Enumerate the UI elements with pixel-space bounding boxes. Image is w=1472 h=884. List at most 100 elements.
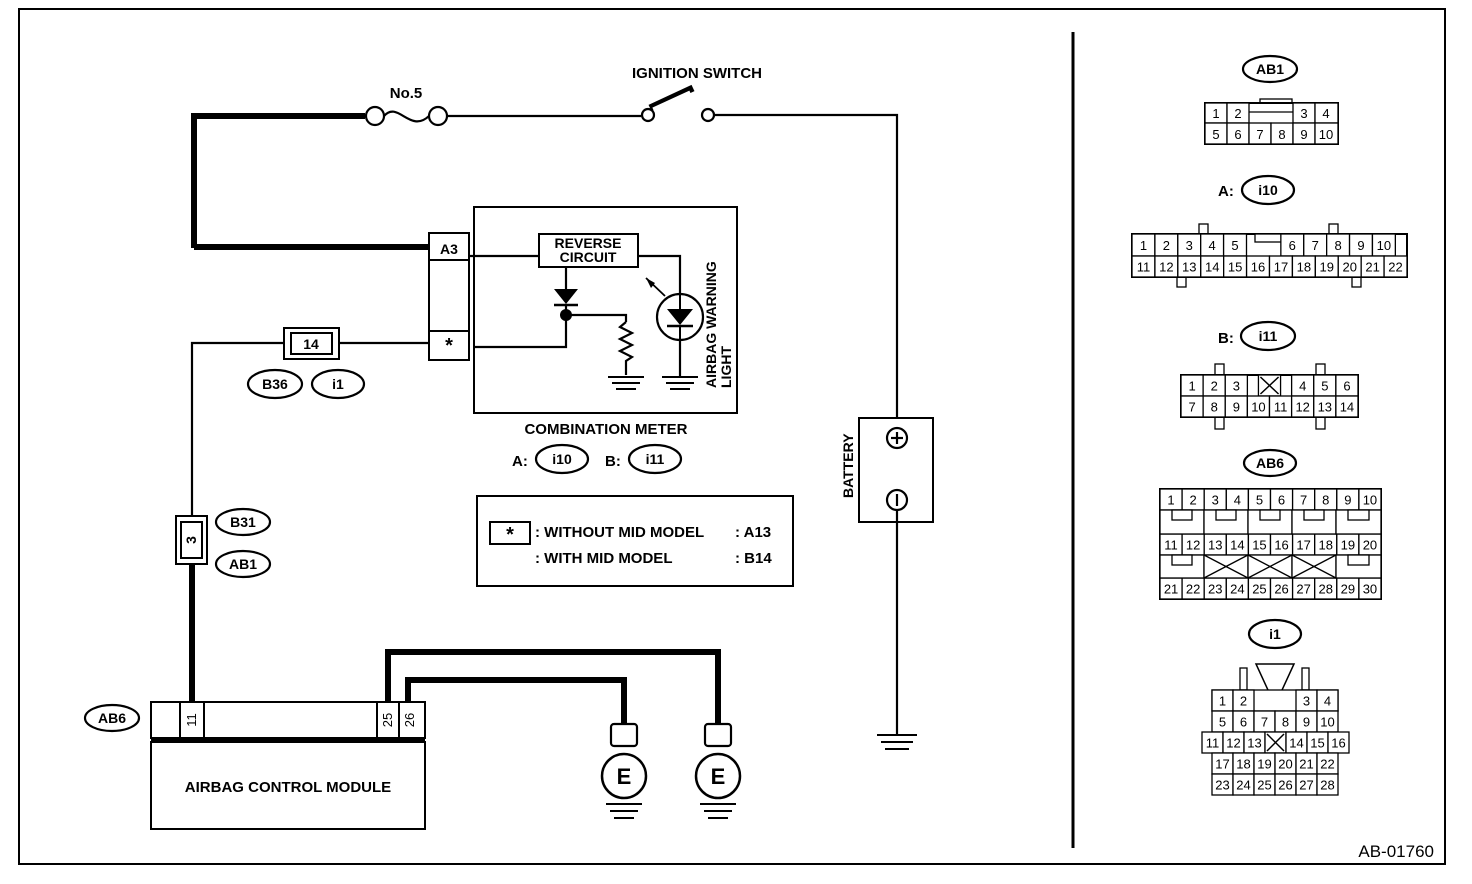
tag-i1-label: i1 bbox=[332, 376, 344, 392]
pin-label: 12 bbox=[1159, 260, 1173, 275]
pin-label: 5 bbox=[1256, 493, 1263, 508]
svg-text:6: 6 bbox=[1234, 127, 1241, 142]
pin-label: 15 bbox=[1310, 736, 1324, 751]
pin-cell bbox=[1383, 255, 1408, 278]
wire-reverse-to-lamp bbox=[638, 254, 682, 300]
svg-text:5: 5 bbox=[1212, 127, 1219, 142]
pin-label: 8 bbox=[1211, 400, 1218, 415]
pin-label: 23 bbox=[1208, 582, 1222, 597]
pin-label: 17 bbox=[1215, 757, 1229, 772]
ground-e1 bbox=[600, 722, 648, 819]
pin-label: 15 bbox=[1252, 538, 1266, 553]
meter-connector-b-prefix: B: bbox=[605, 453, 621, 470]
svg-text:10: 10 bbox=[1319, 127, 1333, 142]
pin-label: 1 bbox=[1219, 694, 1226, 709]
pin-label: 19 bbox=[1257, 757, 1271, 772]
fuse-label: No.5 bbox=[390, 85, 423, 102]
pin-label: 30 bbox=[1363, 582, 1377, 597]
module-pin-11: 11 bbox=[184, 713, 199, 727]
pin-label: 15 bbox=[1228, 260, 1242, 275]
pin-label: 14 bbox=[1289, 736, 1303, 751]
pin-label: 2 bbox=[1190, 493, 1197, 508]
pin-label: 26 bbox=[1278, 778, 1292, 793]
reverse-circuit-box bbox=[538, 233, 639, 268]
fuse-no5 bbox=[364, 105, 449, 127]
note-line2-value: : B14 bbox=[735, 550, 772, 567]
pin-label: 12 bbox=[1295, 400, 1309, 415]
pin-label: 4 bbox=[1234, 493, 1241, 508]
wire-25-to-ground bbox=[385, 649, 721, 724]
pin-label: 12 bbox=[1226, 736, 1240, 751]
pin-label: 25 bbox=[1257, 778, 1271, 793]
connector-i1-name: i1 bbox=[1269, 626, 1281, 642]
pin-label: 3 bbox=[1303, 694, 1310, 709]
module-pin-26: 26 bbox=[402, 713, 417, 727]
pin-label: 7 bbox=[1188, 400, 1195, 415]
note-line1-value: : A13 bbox=[735, 524, 771, 541]
pin-label: 2 bbox=[1211, 379, 1218, 394]
terminal-14-inner bbox=[290, 332, 333, 355]
ground-icon bbox=[662, 376, 698, 390]
pin-label: 19 bbox=[1320, 260, 1334, 275]
pin-label: 17 bbox=[1296, 538, 1310, 553]
pin-label: 26 bbox=[1274, 582, 1288, 597]
connector-i10-name: i10 bbox=[1258, 182, 1278, 198]
pin-label: 11 bbox=[1137, 260, 1151, 275]
pin-label: 16 bbox=[1274, 538, 1288, 553]
ground-icon bbox=[608, 376, 644, 390]
wire-26-to-ground bbox=[405, 677, 627, 724]
reverse-circuit-line1: REVERSE bbox=[555, 235, 622, 251]
pin-label: 29 bbox=[1341, 582, 1355, 597]
pin-label: 20 bbox=[1278, 757, 1292, 772]
pin-label: 4 bbox=[1209, 238, 1216, 253]
connector-i11-name: i11 bbox=[1259, 328, 1278, 344]
terminal-star-label: * bbox=[445, 335, 453, 357]
diode-icon bbox=[554, 289, 578, 304]
pin-cell bbox=[1316, 773, 1339, 796]
pin-label: 8 bbox=[1322, 493, 1329, 508]
pin-label: 5 bbox=[1219, 715, 1226, 730]
pin-label: 6 bbox=[1289, 238, 1296, 253]
terminal-14-label: 14 bbox=[303, 336, 319, 352]
pin-label: 22 bbox=[1388, 260, 1402, 275]
pin-label: 25 bbox=[1252, 582, 1266, 597]
pin-label: 10 bbox=[1251, 400, 1265, 415]
pin-label: 13 bbox=[1208, 538, 1222, 553]
connector-ab1-grid: 1 2 3 4 5 6 7 8 9 10 bbox=[1204, 102, 1339, 145]
pin-label: 6 bbox=[1240, 715, 1247, 730]
svg-text:8: 8 bbox=[1278, 127, 1285, 142]
pin-label: 1 bbox=[1167, 493, 1174, 508]
pin-label: 19 bbox=[1341, 538, 1355, 553]
pin-label: 11 bbox=[1274, 400, 1288, 415]
pin-label: 4 bbox=[1299, 379, 1306, 394]
pin-label: 20 bbox=[1342, 260, 1356, 275]
battery-plus-icon bbox=[885, 426, 909, 450]
pin-label: 14 bbox=[1205, 260, 1219, 275]
pin-label: 3 bbox=[1212, 493, 1219, 508]
wire-to-resistor bbox=[566, 313, 628, 322]
pin-label: 21 bbox=[1365, 260, 1379, 275]
note-line1-text: : WITHOUT MID MODEL bbox=[535, 524, 704, 541]
svg-text:4: 4 bbox=[1322, 106, 1329, 121]
pin-label: 22 bbox=[1186, 582, 1200, 597]
connector-i11-tag bbox=[1239, 320, 1297, 352]
pin-label: 17 bbox=[1274, 260, 1288, 275]
tag-b31-label: B31 bbox=[230, 514, 256, 530]
tag-ab1 bbox=[214, 549, 272, 579]
pin-label: 7 bbox=[1312, 238, 1319, 253]
airbag-control-module bbox=[150, 741, 426, 830]
pin-label: 22 bbox=[1320, 757, 1334, 772]
wire-14-down bbox=[190, 341, 284, 516]
combination-meter-label: COMBINATION METER bbox=[524, 421, 687, 438]
meter-connector-a-prefix: A: bbox=[512, 453, 528, 470]
pin-label: 27 bbox=[1296, 582, 1310, 597]
svg-text:3: 3 bbox=[1300, 106, 1307, 121]
pin-label: 10 bbox=[1377, 238, 1391, 253]
wire-diode-to-star bbox=[474, 305, 568, 349]
pin-label: 21 bbox=[1164, 582, 1178, 597]
pin-label: 28 bbox=[1320, 778, 1334, 793]
pin-label: 14 bbox=[1340, 400, 1354, 415]
svg-text:1: 1 bbox=[1212, 106, 1219, 121]
meter-connector-b: i11 bbox=[646, 451, 665, 467]
